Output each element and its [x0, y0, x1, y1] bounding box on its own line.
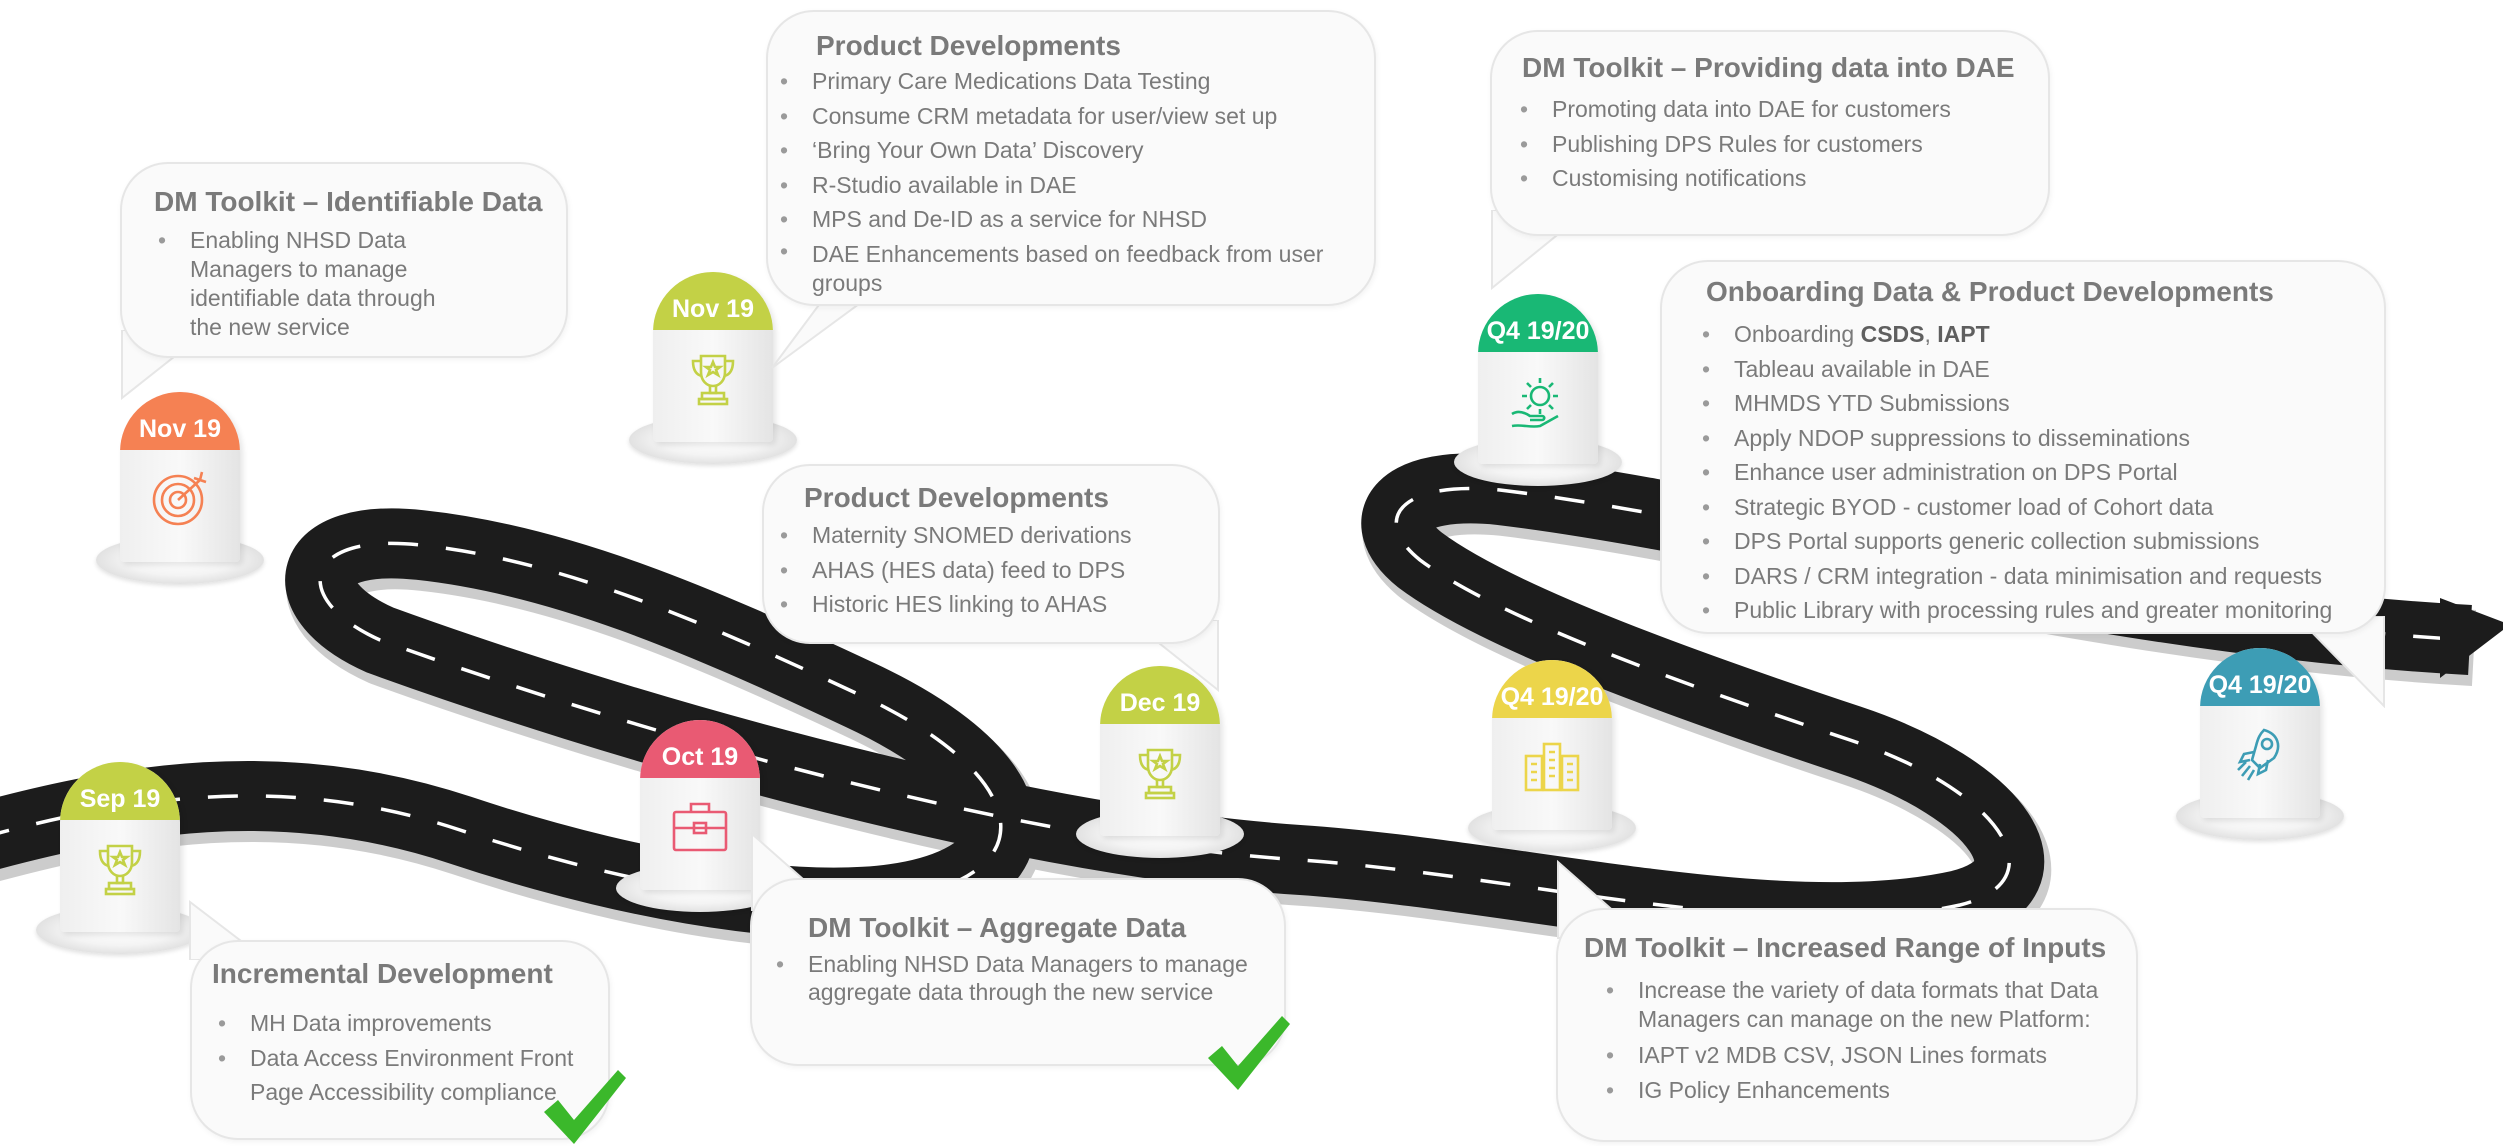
rocket-icon — [2230, 724, 2290, 784]
list-item: Publishing DPS Rules for customers — [1516, 127, 2036, 162]
callout-title: DM Toolkit – Aggregate Data — [808, 912, 1187, 943]
list-item: Data Access Environment Front Page Acces… — [214, 1041, 594, 1110]
list-item: Primary Care Medications Data Testing — [776, 64, 1366, 99]
milestone-sep19: Sep 19 — [36, 762, 204, 954]
callout-title: Product Developments — [816, 30, 1121, 61]
callout-providing-data: DM Toolkit – Providing data into DAE Pro… — [1490, 30, 2050, 236]
callout-list: Primary Care Medications Data Testing Co… — [776, 64, 1366, 298]
list-item: Increase the variety of data formats tha… — [1602, 976, 2112, 1034]
list-item: Historic HES linking to AHAS — [776, 587, 1216, 622]
milestone-date-label: Nov 19 — [120, 392, 240, 450]
item-bold-iapt: IAPT — [1937, 321, 1990, 347]
callout-product-developments-1: Product Developments Primary Care Medica… — [766, 10, 1376, 306]
callout-incremental-development: Incremental Development MH Data improvem… — [190, 940, 610, 1140]
buildings-icon — [1522, 736, 1582, 796]
list-item: R-Studio available in DAE — [776, 168, 1366, 203]
callout-identifiable-data: DM Toolkit – Identifiable Data Enabling … — [120, 162, 568, 358]
list-item: Maternity SNOMED derivations — [776, 518, 1216, 553]
milestone-dec19: Dec 19 — [1076, 666, 1244, 858]
callout-title: Product Developments — [804, 482, 1109, 513]
milestone-date-label: Sep 19 — [60, 762, 180, 820]
callout-increased-inputs: DM Toolkit – Increased Range of Inputs I… — [1556, 908, 2138, 1142]
list-item: MHMDS YTD Submissions — [1698, 386, 2388, 421]
item-bold-csds: CSDS — [1860, 321, 1925, 347]
checkmark-icon — [1204, 1012, 1292, 1092]
list-item: Enabling NHSD Data Managers to manage id… — [154, 226, 454, 342]
milestone-nov19-product: Nov 19 — [629, 272, 797, 464]
list-item: Apply NDOP suppressions to dissemination… — [1698, 421, 2388, 456]
callout-list: MH Data improvements Data Access Environ… — [214, 1006, 594, 1110]
milestone-oct19: Oct 19 — [616, 720, 784, 912]
briefcase-icon — [670, 796, 730, 856]
callout-list: Enabling NHSD Data Managers to manage ag… — [772, 950, 1272, 1006]
callout-title: DM Toolkit – Increased Range of Inputs — [1584, 932, 2107, 963]
list-item-onboarding-csds-iapt: Onboarding CSDS, IAPT — [1698, 317, 2388, 352]
list-item: MPS and De-ID as a service for NHSD — [776, 202, 1366, 237]
callout-title: Onboarding Data & Product Developments — [1706, 276, 2274, 307]
milestone-q4-inputs: Q4 19/20 — [1468, 660, 1636, 852]
road-arrowhead — [2440, 598, 2503, 678]
callout-title: Incremental Development — [212, 958, 553, 989]
callout-list: Increase the variety of data formats tha… — [1602, 976, 2112, 1107]
list-item: ‘Bring Your Own Data’ Discovery — [776, 133, 1366, 168]
callout-title: DM Toolkit – Identifiable Data — [154, 186, 543, 217]
list-item: MH Data improvements — [214, 1006, 594, 1041]
milestone-date-label: Oct 19 — [640, 720, 760, 778]
list-item: Strategic BYOD - customer load of Cohort… — [1698, 490, 2388, 525]
item-text: Onboarding — [1734, 321, 1861, 347]
callout-list: Onboarding CSDS, IAPT Tableau available … — [1698, 317, 2388, 628]
milestone-date-label: Q4 19/20 — [1478, 294, 1598, 352]
marker-body: Sep 19 — [60, 762, 180, 932]
list-item: DAE Enhancements based on feedback from … — [776, 237, 1366, 298]
milestone-q4-providing: Q4 19/20 — [1454, 294, 1622, 486]
checkmark-icon — [540, 1066, 628, 1146]
list-item: IG Policy Enhancements — [1602, 1073, 2112, 1108]
callout-title: DM Toolkit – Providing data into DAE — [1522, 52, 2015, 83]
callout-tail — [2296, 616, 2385, 708]
list-item: DPS Portal supports generic collection s… — [1698, 524, 2388, 559]
milestone-date-label: Nov 19 — [653, 272, 773, 330]
milestone-q4-onboarding: Q4 19/20 — [2176, 648, 2344, 840]
milestone-nov19-identifiable: Nov 19 — [96, 392, 264, 584]
list-item: Promoting data into DAE for customers — [1516, 92, 2036, 127]
callout-product-developments-2: Product Developments Maternity SNOMED de… — [762, 464, 1220, 644]
list-item: DARS / CRM integration - data minimisati… — [1698, 559, 2388, 594]
list-item: IAPT v2 MDB CSV, JSON Lines formats — [1602, 1038, 2112, 1073]
trophy-icon — [683, 348, 743, 408]
marker-body: Q4 19/20 — [1478, 294, 1598, 464]
gear-hand-icon — [1508, 370, 1568, 430]
callout-tail — [771, 290, 880, 369]
trophy-icon — [1130, 742, 1190, 802]
trophy-icon — [90, 838, 150, 898]
callout-aggregate-data: DM Toolkit – Aggregate Data Enabling NHS… — [750, 878, 1286, 1066]
list-item: Consume CRM metadata for user/view set u… — [776, 99, 1366, 134]
item-separator: , — [1924, 321, 1938, 347]
list-item: Public Library with processing rules and… — [1698, 593, 2388, 628]
list-item: Enhance user administration on DPS Porta… — [1698, 455, 2388, 490]
callout-list: Maternity SNOMED derivations AHAS (HES d… — [776, 518, 1216, 622]
list-item: Customising notifications — [1516, 161, 2036, 196]
list-item: AHAS (HES data) feed to DPS — [776, 553, 1216, 588]
target-icon — [150, 468, 210, 528]
callout-onboarding: Onboarding Data & Product Developments O… — [1660, 260, 2386, 634]
milestone-date-label: Q4 19/20 — [1492, 660, 1612, 718]
list-item: Enabling NHSD Data Managers to manage ag… — [772, 950, 1272, 1006]
list-item: Tableau available in DAE — [1698, 352, 2388, 387]
callout-list: Promoting data into DAE for customers Pu… — [1516, 92, 2036, 196]
callout-list: Enabling NHSD Data Managers to manage id… — [154, 226, 454, 342]
